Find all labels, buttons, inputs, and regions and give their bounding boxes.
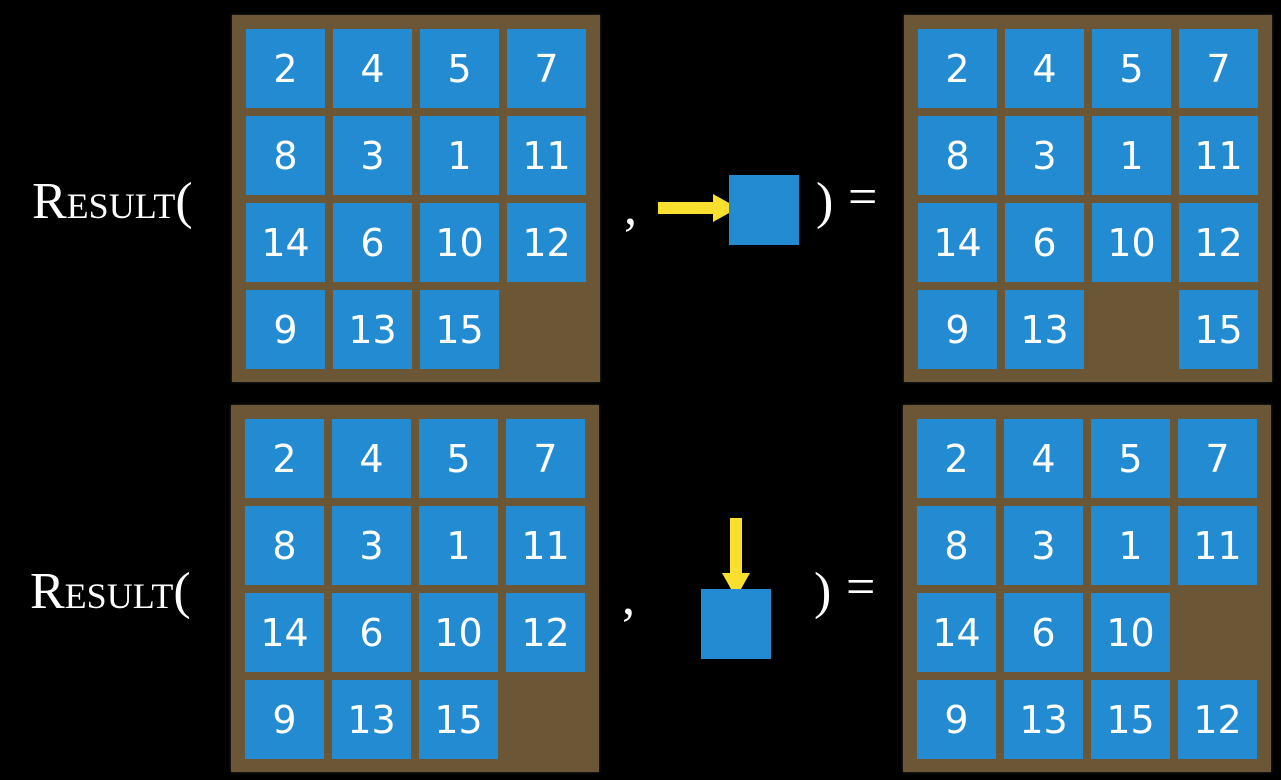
equals-sign: = xyxy=(848,169,878,226)
tile-3: 3 xyxy=(1004,506,1083,585)
tile-14: 14 xyxy=(917,593,996,672)
result-label: Result( xyxy=(32,173,193,230)
tile-9: 9 xyxy=(918,290,997,369)
tile-3: 3 xyxy=(333,116,412,195)
tile-5: 5 xyxy=(1091,419,1170,498)
result-label: Result( xyxy=(30,563,191,620)
tile-7: 7 xyxy=(1178,419,1257,498)
tile-9: 9 xyxy=(245,680,324,759)
tile-13: 13 xyxy=(333,290,412,369)
arrow-down-icon xyxy=(722,518,750,598)
tile-11: 11 xyxy=(507,116,586,195)
tile-1: 1 xyxy=(1091,506,1170,585)
tile-10: 10 xyxy=(420,203,499,282)
tile-13: 13 xyxy=(332,680,411,759)
tile-6: 6 xyxy=(1004,593,1083,672)
arrow-right-icon xyxy=(658,194,738,222)
tile-4: 4 xyxy=(332,419,411,498)
tile-8: 8 xyxy=(245,506,324,585)
tile-5: 5 xyxy=(420,29,499,108)
tile-1: 1 xyxy=(419,506,498,585)
tile-12: 12 xyxy=(1178,680,1257,759)
tile-2: 2 xyxy=(246,29,325,108)
tile-13: 13 xyxy=(1005,290,1084,369)
tile-12: 12 xyxy=(507,203,586,282)
tile-12: 12 xyxy=(1179,203,1258,282)
tile-8: 8 xyxy=(246,116,325,195)
tile-7: 7 xyxy=(1179,29,1258,108)
tile-4: 4 xyxy=(1005,29,1084,108)
tile-12: 12 xyxy=(506,593,585,672)
tile-6: 6 xyxy=(333,203,412,282)
equals-sign: = xyxy=(846,559,876,616)
move-tile xyxy=(701,589,771,659)
tile-14: 14 xyxy=(918,203,997,282)
tile-5: 5 xyxy=(419,419,498,498)
tile-2: 2 xyxy=(918,29,997,108)
tile-11: 11 xyxy=(1178,506,1257,585)
tile-1: 1 xyxy=(1092,116,1171,195)
tile-10: 10 xyxy=(1092,203,1171,282)
tile-4: 4 xyxy=(333,29,412,108)
tile-5: 5 xyxy=(1092,29,1171,108)
tile-11: 11 xyxy=(506,506,585,585)
tile-3: 3 xyxy=(1005,116,1084,195)
tile-8: 8 xyxy=(917,506,996,585)
tile-15: 15 xyxy=(420,290,499,369)
tile-14: 14 xyxy=(246,203,325,282)
tile-3: 3 xyxy=(332,506,411,585)
tile-2: 2 xyxy=(917,419,996,498)
tile-8: 8 xyxy=(918,116,997,195)
tile-7: 7 xyxy=(506,419,585,498)
tile-6: 6 xyxy=(332,593,411,672)
tile-15: 15 xyxy=(1179,290,1258,369)
comma: , xyxy=(624,179,637,236)
move-tile xyxy=(729,175,799,245)
close-paren: ) xyxy=(814,563,832,620)
tile-10: 10 xyxy=(1091,593,1170,672)
comma: , xyxy=(622,569,635,626)
close-paren: ) xyxy=(816,173,834,230)
tile-15: 15 xyxy=(1091,680,1170,759)
tile-4: 4 xyxy=(1004,419,1083,498)
tile-11: 11 xyxy=(1179,116,1258,195)
tile-14: 14 xyxy=(245,593,324,672)
tile-10: 10 xyxy=(419,593,498,672)
tile-9: 9 xyxy=(917,680,996,759)
tile-1: 1 xyxy=(420,116,499,195)
tile-15: 15 xyxy=(419,680,498,759)
tile-6: 6 xyxy=(1005,203,1084,282)
tile-13: 13 xyxy=(1004,680,1083,759)
tile-9: 9 xyxy=(246,290,325,369)
tile-7: 7 xyxy=(507,29,586,108)
tile-2: 2 xyxy=(245,419,324,498)
